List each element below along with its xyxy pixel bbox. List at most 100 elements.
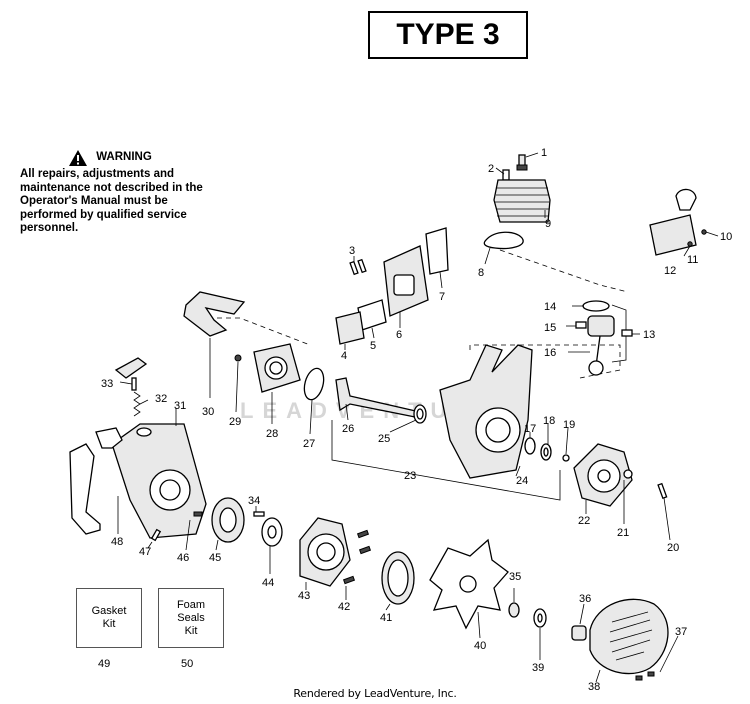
- part-25-bearing: [389, 404, 427, 433]
- callout-43: 43: [298, 590, 310, 602]
- part-19-key: [562, 427, 570, 462]
- foam-kit-line1: Foam: [176, 598, 206, 611]
- callout-26: 26: [342, 423, 354, 435]
- gasket-kit-box: Gasket Kit: [76, 588, 142, 648]
- part-45-pulley: [211, 497, 245, 551]
- part-39-washer: [533, 608, 547, 660]
- callout-45: 45: [209, 552, 221, 564]
- callout-10: 10: [720, 231, 732, 243]
- part-35-nut: [508, 588, 520, 618]
- part-3-screws: [349, 256, 367, 276]
- part-20-pin: [657, 482, 671, 541]
- callout-47: 47: [139, 546, 151, 558]
- part-26-crankshaft: [335, 377, 421, 421]
- part-14-piston-ring: [572, 300, 610, 312]
- callout-12: 12: [664, 265, 676, 277]
- warning-body: All repairs, adjustments and maintenance…: [20, 168, 203, 234]
- callout-28: 28: [266, 428, 278, 440]
- callout-35: 35: [509, 571, 521, 583]
- part-2-plug-boot: [495, 167, 510, 181]
- part-7-heat-shield: [425, 227, 449, 289]
- part-28-adapter: [253, 343, 301, 424]
- part-8-cylinder-gasket: [483, 231, 524, 265]
- part-37-screws: [635, 635, 679, 681]
- part-46-clip: [185, 511, 203, 551]
- callout-33: 33: [101, 378, 113, 390]
- callout-31: 31: [174, 400, 186, 412]
- warning-notice: WARNING All repairs, adjustments and mai…: [20, 149, 220, 236]
- part-15-piston-pin: [566, 321, 587, 329]
- part-9-cylinder: [493, 179, 551, 223]
- part-4-spark-arrestor: [335, 311, 365, 350]
- callout-32: 32: [155, 393, 167, 405]
- part-41-ring: [381, 551, 415, 611]
- part-42-screws: [342, 529, 372, 600]
- part-44-washer: [261, 517, 283, 574]
- callout-24: 24: [516, 475, 528, 487]
- callout-30: 30: [202, 406, 214, 418]
- part-43-starter-housing: [299, 517, 351, 590]
- part-27-o-ring: [303, 367, 325, 435]
- callout-17: 17: [524, 423, 536, 435]
- callout-20: 20: [667, 542, 679, 554]
- warning-header: WARNING: [20, 149, 220, 167]
- callout-5: 5: [370, 340, 376, 352]
- guide-line-gasket: [190, 317, 311, 346]
- part-16-piston-rod: [568, 315, 633, 376]
- part-29-screw: [234, 354, 242, 413]
- callout-37: 37: [675, 626, 687, 638]
- callout-38: 38: [588, 681, 600, 693]
- callout-7: 7: [439, 291, 445, 303]
- callout-4: 4: [341, 350, 347, 362]
- foam-kit-line3: Kit: [184, 624, 198, 637]
- callout-9: 9: [545, 218, 551, 230]
- callout-1: 1: [541, 147, 547, 159]
- callout-19: 19: [563, 419, 575, 431]
- foam-kit-line2: Seals: [177, 611, 205, 624]
- callout-11: 11: [687, 254, 698, 266]
- callout-3: 3: [349, 245, 355, 257]
- part-40-impeller: [429, 538, 509, 639]
- warning-triangle-icon: [69, 150, 88, 166]
- callout-25: 25: [378, 433, 390, 445]
- part-24-crankcase: [439, 344, 533, 479]
- callout-2: 2: [488, 163, 494, 175]
- callout-42: 42: [338, 601, 350, 613]
- part-34-screw: [253, 506, 265, 517]
- warning-heading: WARNING: [96, 151, 152, 164]
- part-18-seal: [540, 424, 552, 461]
- part-33-starter-handle: [114, 357, 148, 391]
- part-36-bushing: [571, 603, 587, 641]
- foam-seals-kit-number: 50: [181, 658, 194, 670]
- callout-34: 34: [248, 495, 260, 507]
- callout-21: 21: [617, 527, 629, 539]
- callout-6: 6: [396, 329, 402, 341]
- callout-16: 16: [544, 347, 556, 359]
- diagram-title: TYPE 3: [368, 11, 528, 59]
- gasket-kit-number: 49: [98, 658, 111, 670]
- gasket-kit-line1: Gasket: [91, 605, 127, 617]
- callout-13: 13: [643, 329, 655, 341]
- callout-22: 22: [578, 515, 590, 527]
- part-1-spark-plug: [516, 152, 539, 171]
- callout-46: 46: [177, 552, 189, 564]
- callout-labels: 1 2 3 4 5 6 7 8 9 10 11 12 13 14 15 16 1…: [101, 147, 732, 693]
- callout-41: 41: [380, 612, 392, 624]
- part-47-screw: [147, 528, 162, 549]
- part-12-ignition-module: [649, 188, 719, 257]
- footer-credit: Rendered by LeadVenture, Inc.: [293, 687, 457, 700]
- guide-line-cylinder: [499, 249, 629, 293]
- callout-14: 14: [544, 301, 556, 313]
- part-17-seal: [524, 432, 536, 455]
- callout-36: 36: [579, 593, 591, 605]
- callout-44: 44: [262, 577, 274, 589]
- part-22-flywheel: [573, 443, 633, 514]
- part-31-air-box: [111, 408, 207, 539]
- callout-48: 48: [111, 536, 123, 548]
- callout-27: 27: [303, 438, 315, 450]
- guide-line-piston: [469, 344, 621, 379]
- bracket-line-23: [331, 420, 561, 501]
- callout-39: 39: [532, 662, 544, 674]
